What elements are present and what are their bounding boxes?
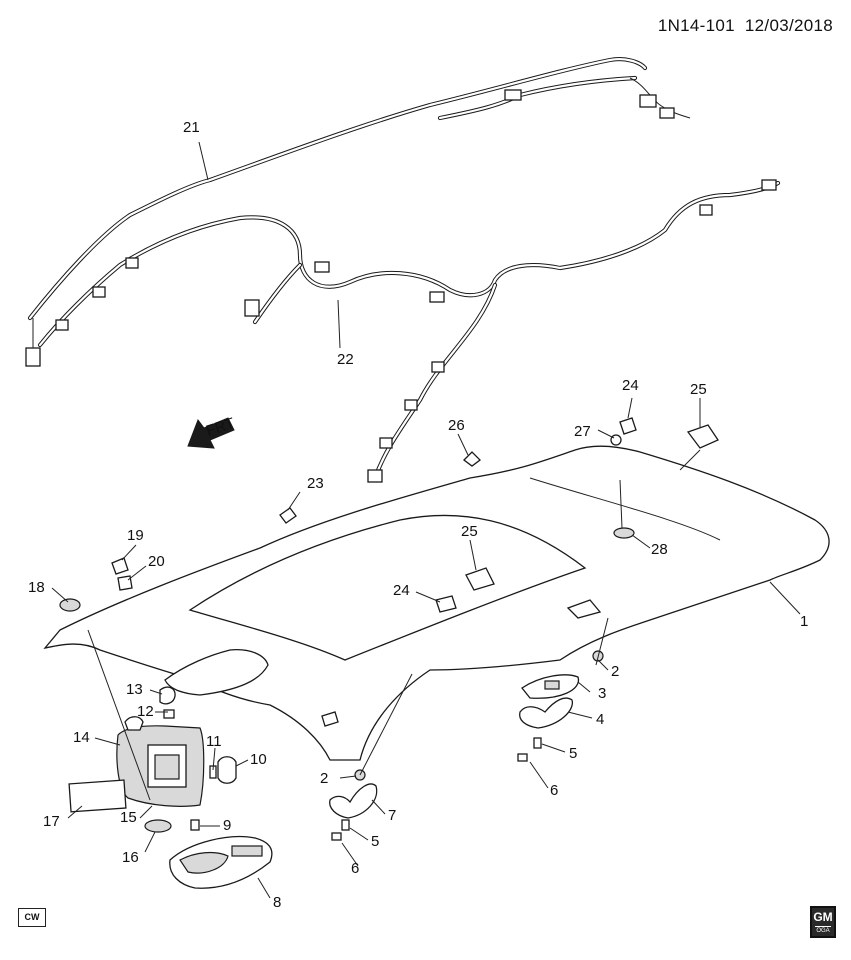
callout-25b: 25 bbox=[461, 523, 478, 540]
callout-20: 20 bbox=[148, 553, 165, 570]
visor-retainer-icon bbox=[217, 756, 237, 784]
callout-5a: 5 bbox=[569, 745, 577, 762]
clip-18-icon bbox=[59, 598, 81, 612]
front-arrow-label: FRT bbox=[204, 415, 237, 440]
assist-handles bbox=[329, 650, 604, 841]
leader-lines bbox=[51, 141, 801, 899]
clip-icon bbox=[92, 286, 106, 298]
callout-3: 3 bbox=[598, 685, 606, 702]
callout-26: 26 bbox=[448, 417, 465, 434]
connector-icon bbox=[244, 299, 260, 317]
callout-12: 12 bbox=[137, 703, 154, 720]
connector-icon bbox=[659, 107, 675, 119]
bracket-24-icon bbox=[619, 417, 637, 435]
diagram-code: 1N14-101 bbox=[657, 16, 735, 35]
callout-22: 22 bbox=[337, 351, 354, 368]
callout-13: 13 bbox=[126, 681, 143, 698]
diagram-header: 1N14-101 12/03/2018 bbox=[648, 16, 833, 36]
visor-clip-cover-icon bbox=[144, 819, 172, 833]
callout-19: 19 bbox=[127, 527, 144, 544]
pad-icon bbox=[331, 832, 342, 841]
clip-19-icon bbox=[111, 557, 129, 575]
assist-handle-7 bbox=[329, 783, 378, 819]
callout-16: 16 bbox=[122, 849, 139, 866]
callout-9: 9 bbox=[223, 817, 231, 834]
screw-icon bbox=[533, 737, 542, 749]
connector-icon bbox=[314, 261, 330, 273]
gm-logo-text: GM bbox=[813, 910, 833, 924]
callout-5b: 5 bbox=[371, 833, 379, 850]
clip-26-icon bbox=[463, 451, 481, 467]
callout-labels: 21 22 23 26 27 24 25 25 24 28 1 2 3 4 5 … bbox=[28, 119, 808, 911]
assist-handle-4 bbox=[519, 697, 573, 729]
visor-label-icon bbox=[68, 779, 127, 813]
pad-icon bbox=[517, 753, 528, 762]
gm-logo-subtext: OGA bbox=[815, 926, 831, 934]
connector-icon bbox=[25, 347, 41, 367]
callout-27: 27 bbox=[574, 423, 591, 440]
fastener-28-icon bbox=[613, 527, 635, 539]
clip-27-icon bbox=[610, 434, 622, 446]
callout-21: 21 bbox=[183, 119, 200, 136]
bracket-24-icon bbox=[435, 595, 457, 613]
clip-icon bbox=[379, 437, 393, 449]
callout-2a: 2 bbox=[611, 663, 619, 680]
callout-28: 28 bbox=[651, 541, 668, 558]
diagram-date: 12/03/2018 bbox=[744, 16, 833, 35]
callout-17: 17 bbox=[43, 813, 60, 830]
callout-24a: 24 bbox=[622, 377, 639, 394]
callout-6b: 6 bbox=[351, 860, 359, 877]
callout-23: 23 bbox=[307, 475, 324, 492]
connector-icon bbox=[367, 469, 383, 483]
connector-icon bbox=[699, 204, 713, 216]
callout-8: 8 bbox=[273, 894, 281, 911]
callout-10: 10 bbox=[250, 751, 267, 768]
bulb-icon bbox=[190, 819, 200, 831]
screw-icon bbox=[163, 709, 175, 719]
visor-pivot-icon bbox=[124, 716, 144, 731]
callout-11: 11 bbox=[206, 733, 222, 750]
connector-icon bbox=[639, 94, 657, 108]
callout-14: 14 bbox=[73, 729, 90, 746]
callout-25a: 25 bbox=[690, 381, 707, 398]
front-arrow-icon: FRT bbox=[187, 415, 237, 449]
clips-and-brackets bbox=[59, 417, 719, 613]
callout-18: 18 bbox=[28, 579, 45, 596]
callout-15: 15 bbox=[120, 809, 137, 826]
callout-24b: 24 bbox=[393, 582, 410, 599]
connector-icon bbox=[504, 89, 522, 101]
connector-icon bbox=[429, 291, 445, 303]
bracket-25-icon bbox=[465, 567, 495, 591]
clip-icon bbox=[125, 257, 139, 269]
visor-bracket-icon bbox=[159, 686, 176, 705]
screw-icon bbox=[341, 819, 350, 831]
clip-icon bbox=[431, 361, 445, 373]
bracket-25-icon bbox=[686, 424, 719, 449]
clip-icon bbox=[404, 399, 418, 411]
callout-7: 7 bbox=[388, 807, 396, 824]
clip-23-icon bbox=[279, 507, 297, 524]
harness-22 bbox=[37, 179, 781, 483]
callout-2b: 2 bbox=[320, 770, 328, 787]
connector-icon bbox=[761, 179, 777, 191]
callout-1: 1 bbox=[800, 613, 808, 630]
gm-logo: GM OGA bbox=[810, 906, 836, 938]
callout-4: 4 bbox=[596, 711, 604, 728]
harness-21 bbox=[25, 57, 691, 367]
clip-icon bbox=[55, 319, 69, 331]
overhead-console bbox=[169, 819, 273, 889]
sun-visor bbox=[68, 686, 237, 833]
callout-6a: 6 bbox=[550, 782, 558, 799]
cw-badge: CW bbox=[18, 908, 46, 927]
